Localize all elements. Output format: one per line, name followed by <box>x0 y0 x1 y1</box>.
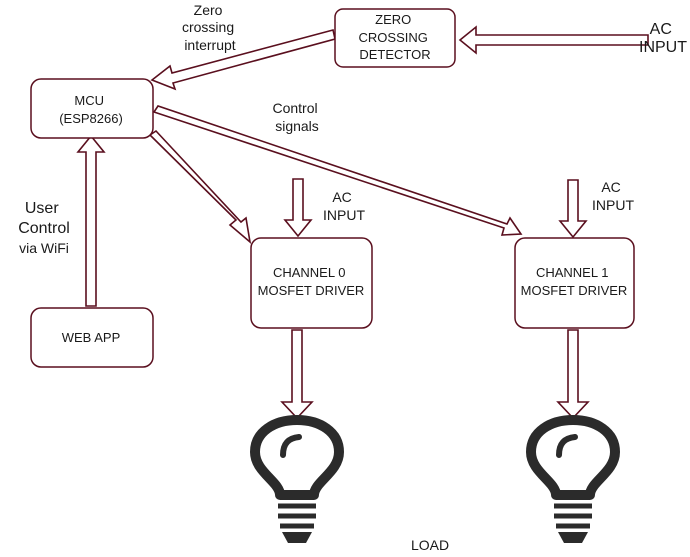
ac-input-top-label: AC INPUT <box>639 21 687 56</box>
arrow-mcu-to-ch0 <box>148 129 252 245</box>
arrow-ch0-to-load <box>280 329 314 420</box>
channel1-label: CHANNEL 1 MOSFET DRIVER <box>521 265 628 298</box>
via-wifi-label: via WiFi <box>19 240 69 256</box>
user-control-label: User Control <box>18 200 70 237</box>
channel1-box <box>514 237 635 329</box>
arrow-ac-to-zcd <box>458 25 649 55</box>
zcd-label: ZERO CROSSING DETECTOR <box>359 12 432 62</box>
web-app-box <box>30 307 154 368</box>
web-app-label: WEB APP <box>62 330 121 345</box>
zero-crossing-detector-box <box>334 8 456 68</box>
load-label: LOAD <box>411 537 449 553</box>
channel0-label: CHANNEL 0 MOSFET DRIVER <box>258 265 365 298</box>
arrow-zcd-to-mcu <box>150 29 336 91</box>
lightbulb-icon <box>526 415 620 543</box>
ac-input-ch0-label: AC INPUT <box>323 189 365 223</box>
channel0-box <box>250 237 373 329</box>
arrow-webapp-to-mcu <box>76 134 106 307</box>
lightbulb-icon <box>250 415 344 543</box>
arrow-ch1-to-load <box>556 329 590 420</box>
ac-input-ch1-label: AC INPUT <box>592 179 634 213</box>
arrow-ac-to-ch1 <box>558 179 588 239</box>
mcu-label: MCU (ESP8266) <box>59 93 123 126</box>
arrow-ac-to-ch0 <box>283 178 313 238</box>
control-signals-label: Control signals <box>272 100 321 134</box>
mcu-box <box>30 78 154 139</box>
zero-crossing-interrupt-label: Zero crossing interrupt <box>182 2 238 53</box>
arrow-mcu-to-ch1 <box>152 105 523 236</box>
